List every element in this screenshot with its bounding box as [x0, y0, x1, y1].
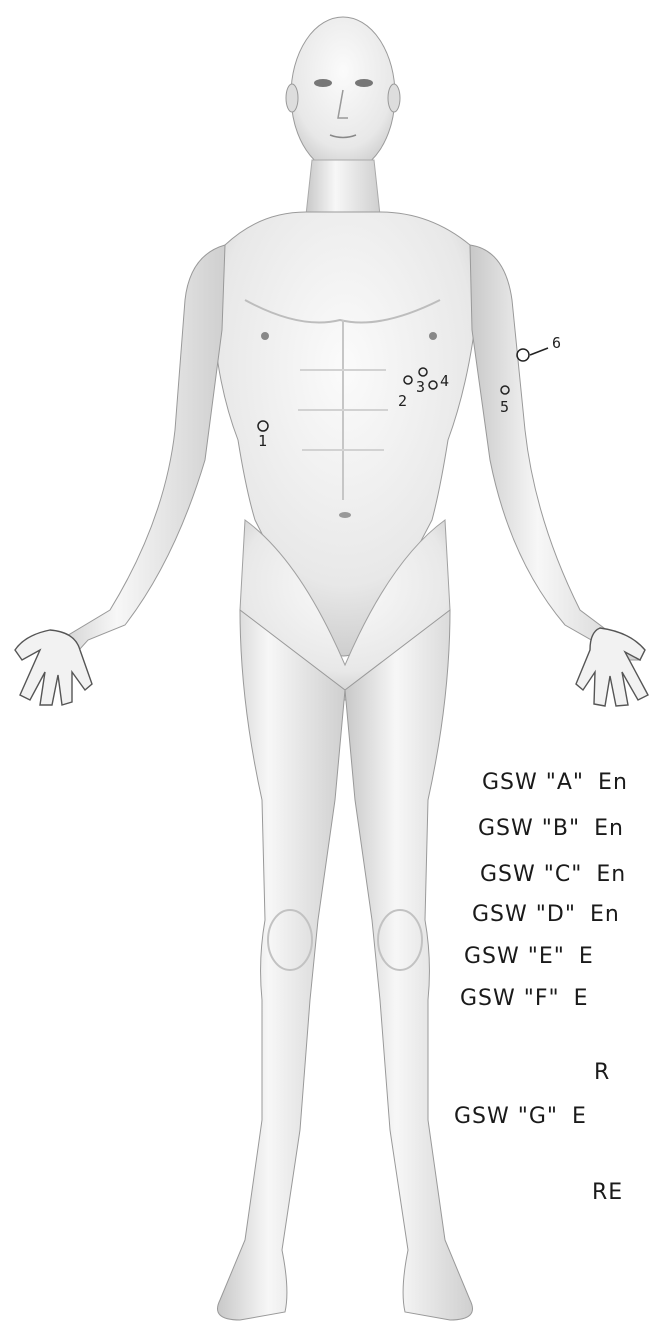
legend-code: GSW "C" [480, 862, 582, 887]
right-arm [470, 245, 640, 660]
legend-desc: En [596, 862, 626, 887]
right-leg [345, 610, 473, 1320]
legend-code: GSW "D" [472, 902, 576, 927]
wound-6-leader [530, 348, 548, 355]
neck [306, 160, 380, 215]
legend-desc: R [594, 1060, 610, 1085]
wound-label-1: 1 [258, 432, 267, 450]
wound-label-6: 6 [552, 334, 561, 352]
legend-code: GSW "B" [478, 816, 580, 841]
legend-row: GSW "G" E [454, 1104, 587, 1129]
head [291, 17, 395, 173]
wound-6-circle [517, 349, 529, 361]
legend-code: GSW "G" [454, 1104, 558, 1129]
legend-row: GSW "C" En [480, 862, 626, 887]
left-nipple [261, 332, 269, 340]
legend-code: GSW "A" [482, 770, 584, 795]
left-eye [314, 79, 332, 87]
legend-row: GSW "A" En [482, 770, 628, 795]
right-hand [576, 628, 648, 706]
legend-desc: E [579, 944, 594, 969]
legend-desc: En [590, 902, 620, 927]
right-ear [388, 84, 400, 112]
left-ear [286, 84, 298, 112]
left-arm [45, 245, 225, 660]
legend-desc: E [572, 1104, 587, 1129]
right-eye [355, 79, 373, 87]
wound-label-2: 2 [398, 392, 407, 410]
left-leg [218, 610, 346, 1320]
legend-code: GSW "F" [460, 986, 560, 1011]
legend-desc: En [594, 816, 624, 841]
legend-row: GSW "D" En [472, 902, 620, 927]
legend-row: R [594, 1060, 610, 1085]
wound-label-3: 3 [416, 378, 425, 396]
legend-row: RE [592, 1180, 623, 1205]
legend-row: GSW "E" E [464, 944, 594, 969]
legend-row: GSW "B" En [478, 816, 624, 841]
navel [339, 512, 351, 518]
right-nipple [429, 332, 437, 340]
legend-row: GSW "F" E [460, 986, 589, 1011]
legend-code: GSW "E" [464, 944, 565, 969]
legend-desc: RE [592, 1180, 623, 1205]
legend-desc: En [598, 770, 628, 795]
wound-label-5: 5 [500, 398, 509, 416]
wound-label-4: 4 [440, 372, 449, 390]
legend-desc: E [574, 986, 589, 1011]
